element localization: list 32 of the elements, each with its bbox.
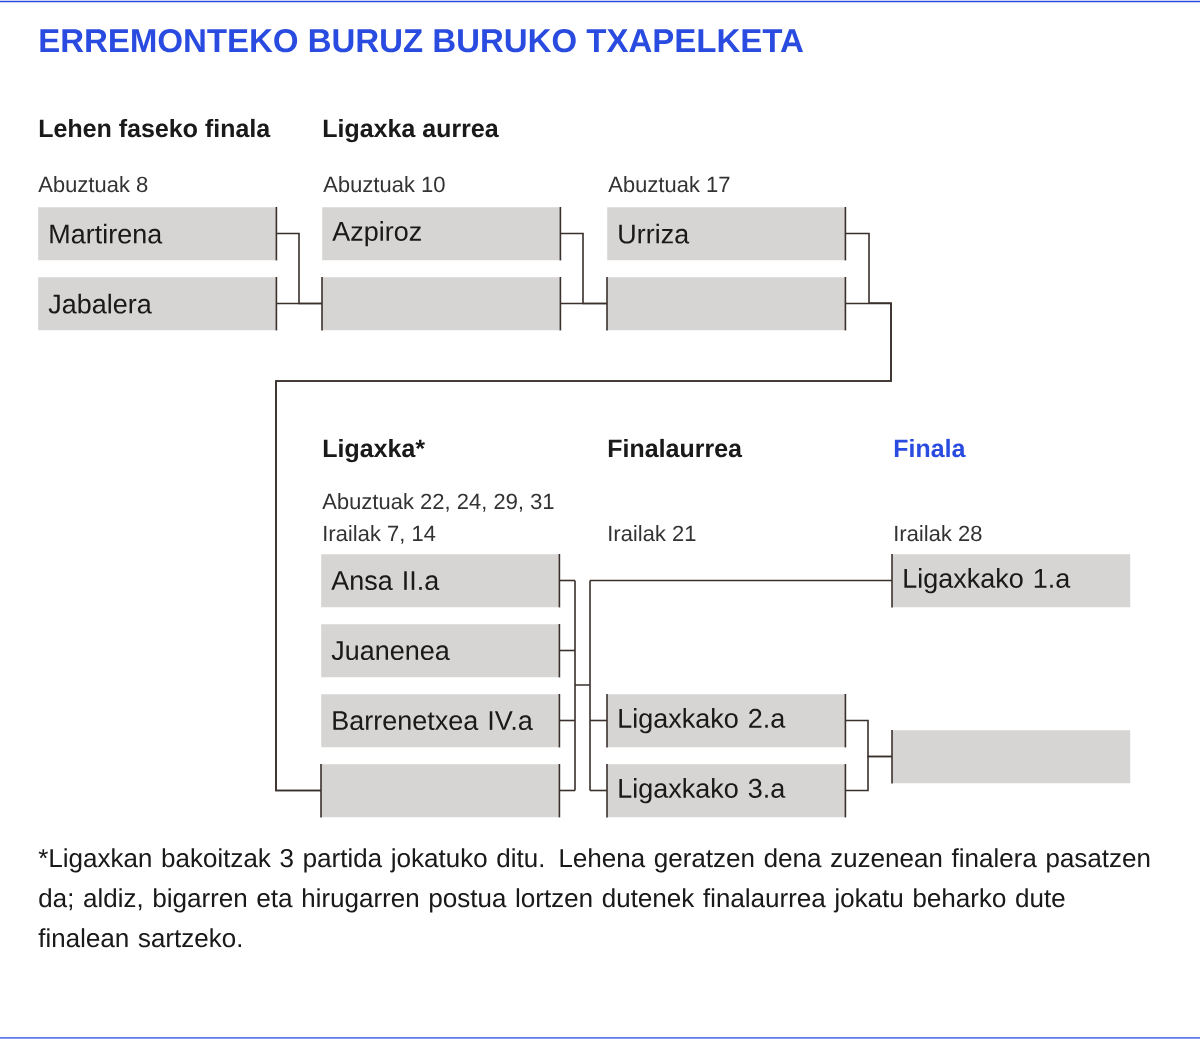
column-heading: Finalaurrea — [608, 438, 743, 458]
bracket-line — [844, 755, 893, 792]
bracket-box — [891, 729, 1131, 785]
bracket-box: Urriza — [607, 206, 847, 262]
bracket-box: Ligaxkako 1.a — [891, 553, 1131, 609]
bracket-box: Juanenea — [321, 623, 561, 679]
footnote: *Ligaxkan bakoitzak 3 partida jokatuko ditu. Lehena geratzen dena zuzenean finalera pasatzen da; aldiz, bigarren eta hirugarren postua lortzen dutenek finalaurrea jokatu beharko dute finalean sartzeko. — [38, 848, 1150, 948]
bracket-line — [589, 579, 893, 582]
bracket-box: Martirena — [38, 206, 278, 262]
column-heading: Finala — [894, 438, 966, 458]
bracket-box: Ansa II.a — [321, 553, 561, 609]
bracket-box: Jabalera — [38, 276, 278, 332]
bracket-box: Ligaxkako 2.a — [606, 693, 847, 749]
column-heading: Ligaxka aurrea — [323, 118, 499, 143]
bracket-line — [559, 302, 608, 305]
bracket-line — [275, 302, 323, 305]
column-heading: Lehen faseko finala — [39, 118, 271, 138]
bracket-line — [574, 579, 591, 792]
column-heading: Ligaxka* — [323, 438, 425, 463]
bracket-box — [320, 763, 561, 819]
date-label: Abuztuak 17 — [608, 176, 730, 193]
title: ERREMONTEKO BURUZ BURUKO TXAPELKETA — [40, 28, 804, 53]
bracket-line — [589, 789, 608, 792]
bracket-box — [321, 276, 562, 332]
bracket-line — [589, 719, 608, 722]
date-label: Irailak 21 — [609, 525, 696, 542]
date-label: Abuztuak 10 — [323, 176, 445, 193]
bracket-box: Barrenetxea IV.a — [321, 693, 561, 749]
bracket-box — [606, 276, 847, 332]
bracket-box: Azpiroz — [322, 206, 562, 262]
bracket-box: Ligaxkako 3.a — [606, 763, 847, 819]
date-label: Abuztuak 22, 24, 29, 31 — [322, 493, 554, 512]
